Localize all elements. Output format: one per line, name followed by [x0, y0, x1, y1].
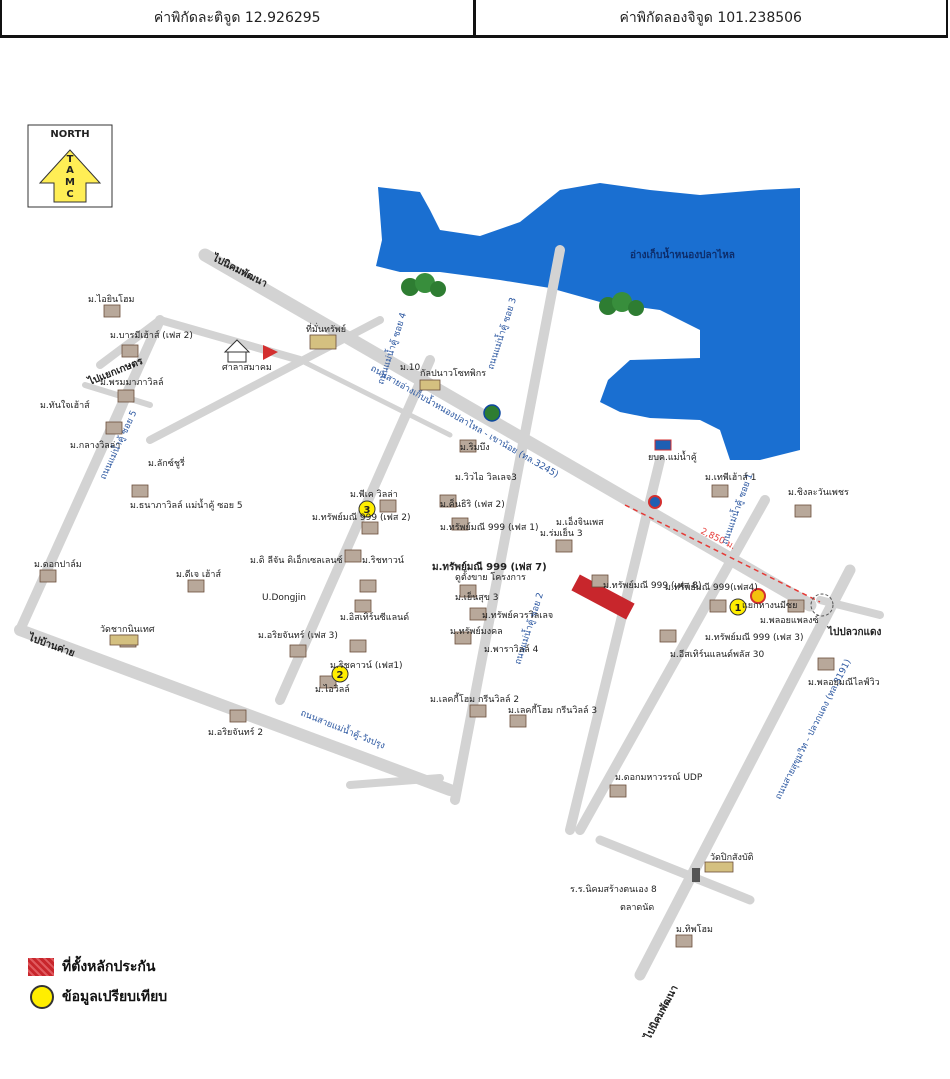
- signal-icon: [692, 868, 700, 882]
- svg-text:A: A: [66, 165, 74, 176]
- svg-text:ม.พลอยแพลงซ์: ม.พลอยแพลงซ์: [760, 614, 819, 626]
- svg-text:ม.ทรัพย์มณี 999(เฟส4): ม.ทรัพย์มณี 999(เฟส4): [665, 581, 758, 593]
- svg-text:ศาลาสมาคม: ศาลาสมาคม: [222, 363, 272, 373]
- place-labels: ม.ไอยินโฮม ม.บารมีเฮ้าส์ (เฟส 2) ม.พรมมา…: [34, 294, 880, 935]
- svg-text:ม.พาราวิลล์ 4: ม.พาราวิลล์ 4: [484, 643, 539, 655]
- comparison-swatch: [30, 985, 54, 1009]
- coordinate-bar: ค่าพิกัดละติจูด 12.926295 ค่าพิกัดลองจิจ…: [0, 0, 948, 38]
- road-network: [14, 245, 884, 981]
- legend-comparison: ข้อมูลเปรียบเทียบ: [28, 982, 167, 1012]
- svg-text:ม.ทรัพย์มงคล: ม.ทรัพย์มงคล: [450, 625, 503, 637]
- flag-icon: [654, 439, 672, 451]
- school-icon: [223, 339, 251, 363]
- comparison-markers: 3 2 1: [331, 500, 747, 683]
- svg-text:ม.พรมมาภาวิลล์: ม.พรมมาภาวิลล์: [100, 376, 164, 388]
- svg-text:ม.อีสเทิร์นแลนด์พลัส 30: ม.อีสเทิร์นแลนด์พลัส 30: [670, 648, 765, 660]
- svg-text:ม.ธนาภาวิลล์ แม่น้ำคู้ ซอย 5: ม.ธนาภาวิลล์ แม่น้ำคู้ ซอย 5: [130, 498, 243, 511]
- svg-text:ม.ทรัพย์มณี 999 (เฟส 2): ม.ทรัพย์มณี 999 (เฟส 2): [312, 511, 411, 523]
- landmark-icons: [109, 334, 734, 873]
- svg-text:ม.ร่มเย็น 3: ม.ร่มเย็น 3: [540, 526, 583, 539]
- svg-text:ม.อริยจันทร์ 2: ม.อริยจันทร์ 2: [208, 726, 263, 738]
- svg-text:ม.ดีเจ เฮ้าส์: ม.ดีเจ เฮ้าส์: [176, 568, 221, 580]
- direction-pluak-daeng: ไปปลวกแดง: [827, 625, 881, 638]
- svg-text:ม.ทันใจเฮ้าส์: ม.ทันใจเฮ้าส์: [40, 399, 90, 411]
- legend-collateral: ที่ตั้งหลักประกัน: [28, 952, 167, 982]
- svg-text:ม.ทรัพย์มณี 999 (เฟส 3): ม.ทรัพย์มณี 999 (เฟส 3): [705, 631, 804, 643]
- svg-text:ม.พีเค วิลล่า: ม.พีเค วิลล่า: [350, 489, 398, 500]
- svg-text:ม.ทรัพย์มณี 999 (เฟส 7): ม.ทรัพย์มณี 999 (เฟส 7): [432, 561, 547, 573]
- svg-text:ม.ชิงละวันเพชร: ม.ชิงละวันเพชร: [788, 487, 849, 498]
- north-label: NORTH: [50, 129, 89, 140]
- svg-text:T: T: [67, 154, 74, 165]
- collateral-swatch: [28, 958, 54, 976]
- road-label-soi3: ถนนแม่น้ำคู้ ซอย 3: [483, 296, 519, 371]
- eagle-icon: [263, 345, 278, 360]
- svg-text:ม.พลอยมณีไลฟ์วิว: ม.พลอยมณีไลฟ์วิว: [808, 676, 880, 688]
- shell-station-icon: [750, 588, 766, 604]
- svg-text:ม.ทรัพย์มณี 999 (เฟส 8): ม.ทรัพย์มณี 999 (เฟส 8): [603, 579, 702, 591]
- svg-text:M: M: [65, 177, 75, 188]
- roundabout: [810, 593, 834, 617]
- svg-text:2: 2: [337, 670, 344, 681]
- svg-text:ม.อริยจันทร์ (เฟส 3): ม.อริยจันทร์ (เฟส 3): [258, 629, 338, 641]
- bank-icon: [483, 404, 501, 422]
- svg-text:ม.เย็นสุข 3: ม.เย็นสุข 3: [455, 590, 499, 603]
- svg-text:ม.เลคกี้โฮม กรีนวิลล์ 2: ม.เลคกี้โฮม กรีนวิลล์ 2: [430, 692, 519, 705]
- north-arrow: NORTH T A M C: [27, 124, 113, 208]
- svg-text:ม.อิสเทิร์นซีแลนด์: ม.อิสเทิร์นซีแลนด์: [340, 611, 409, 623]
- svg-text:ม.ดอกมหาวรรณ์ UDP: ม.ดอกมหาวรรณ์ UDP: [615, 771, 703, 783]
- svg-text:ดูตั้งขาย โครงการ: ดูตั้งขาย โครงการ: [455, 570, 526, 583]
- svg-text:ม.10: ม.10: [400, 363, 421, 373]
- svg-text:วัดปิกสังบัติ: วัดปิกสังบัติ: [710, 852, 754, 863]
- svg-text:C: C: [66, 189, 73, 200]
- svg-text:ม.ทิพโฮม: ม.ทิพโฮม: [676, 924, 713, 935]
- svg-text:ม.ดิ ลีจัน ดิเอ็กเซลเลนซ์: ม.ดิ ลีจัน ดิเอ็กเซลเลนซ์: [250, 553, 343, 566]
- svg-text:ม.ริมบึง: ม.ริมบึง: [460, 442, 490, 453]
- svg-text:ม.บารมีเฮ้าส์ (เฟส 2): ม.บารมีเฮ้าส์ (เฟส 2): [110, 329, 193, 341]
- ptt-station-icon: [648, 495, 662, 509]
- svg-text:ม.ลักซ์ชูรี่: ม.ลักซ์ชูรี่: [148, 456, 185, 469]
- collateral-site-marker: [571, 574, 635, 620]
- svg-text:ม.ไอยินโฮม: ม.ไอยินโฮม: [88, 294, 134, 305]
- svg-text:ม.ริชทาวน์: ม.ริชทาวน์: [362, 554, 404, 566]
- svg-text:ม.ไอวิลล์: ม.ไอวิลล์: [315, 683, 350, 695]
- svg-text:ม.ทรัพย์ควรวิลเลจ: ม.ทรัพย์ควรวิลเลจ: [482, 609, 553, 621]
- svg-text:ม.ดอกปาล์ม: ม.ดอกปาล์ม: [34, 558, 82, 570]
- svg-text:ม.เอ็งจินเพส: ม.เอ็งจินเพส: [556, 515, 604, 528]
- svg-text:ม.เลคกี้โฮม กรีนวิลล์ 3: ม.เลคกี้โฮม กรีนวิลล์ 3: [508, 703, 597, 716]
- map-legend: ที่ตั้งหลักประกัน ข้อมูลเปรียบเทียบ: [28, 952, 167, 1012]
- svg-text:ตลาดนัด: ตลาดนัด: [620, 903, 654, 913]
- legend-collateral-label: ที่ตั้งหลักประกัน: [62, 959, 156, 975]
- longitude-label: ค่าพิกัดลองจิจูด 101.238506: [472, 0, 947, 35]
- direction-south: ไปนิคมพัฒนา: [641, 983, 681, 1043]
- svg-text:1: 1: [735, 603, 742, 614]
- svg-text:ที่มั่นทรัพย์: ที่มั่นทรัพย์: [306, 322, 346, 335]
- svg-text:วัดชากนินเทศ: วัดชากนินเทศ: [100, 624, 155, 635]
- svg-text:แยกหางนมีซย: แยกหางนมีซย: [742, 600, 797, 611]
- svg-text:ม.ริชคาวน์ (เฟส1): ม.ริชคาวน์ (เฟส1): [330, 659, 403, 671]
- svg-text:ม.ค็นธิริ (เฟส 2): ม.ค็นธิริ (เฟส 2): [440, 497, 505, 510]
- reservoir-water: [376, 183, 800, 460]
- latitude-label: ค่าพิกัดละติจูด 12.926295: [153, 9, 321, 26]
- svg-text:U.Dongjin: U.Dongjin: [262, 593, 306, 603]
- tree-icon: [401, 273, 644, 316]
- svg-text:ม.เทพีเฮ้าส์ 1: ม.เทพีเฮ้าส์ 1: [705, 471, 756, 483]
- svg-text:ร.ร.นิคมสร้างตนเอง 8: ร.ร.นิคมสร้างตนเอง 8: [570, 884, 657, 895]
- svg-text:3: 3: [364, 505, 371, 516]
- svg-text:ยบค.แม่น้ำคู้: ยบค.แม่น้ำคู้: [648, 450, 697, 463]
- svg-text:ม.วิวไอ วิลเลจ3: ม.วิวไอ วิลเลจ3: [455, 472, 517, 483]
- house-icons: [39, 304, 835, 948]
- legend-comparison-label: ข้อมูลเปรียบเทียบ: [62, 989, 168, 1005]
- svg-text:ม.ทรัพย์มณี 999 (เฟส 1): ม.ทรัพย์มณี 999 (เฟส 1): [440, 521, 539, 533]
- location-map: 2,850 ม. NORTH T A M C อ่างเก็บน้ำหนองปล…: [14, 124, 884, 1043]
- svg-text:กัลปนาวโซทพิกร: กัลปนาวโซทพิกร: [420, 368, 486, 379]
- distance-route: [624, 504, 821, 603]
- reservoir-label: อ่างเก็บน้ำหนองปลาไหล: [630, 247, 735, 261]
- svg-text:ม.กลางวิลล่า: ม.กลางวิลล่า: [70, 440, 120, 451]
